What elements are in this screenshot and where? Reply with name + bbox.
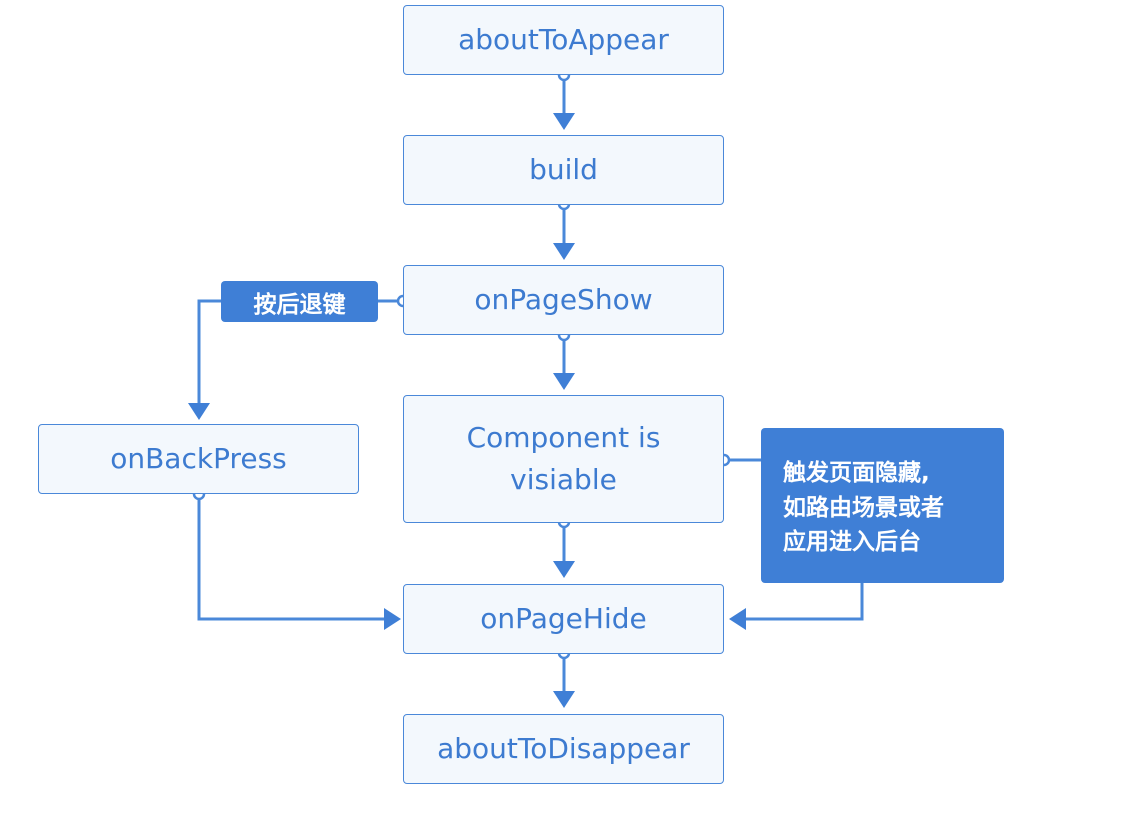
edge-backpress-to-pagehide <box>192 487 401 630</box>
back-key-annotation: 按后退键 <box>221 281 378 322</box>
node-build-label: build <box>529 153 598 186</box>
edge-visible-to-trigger <box>717 453 761 467</box>
edge-appear-to-build <box>553 68 575 130</box>
node-about-to-disappear: aboutToDisappear <box>403 714 724 784</box>
node-on-page-hide: onPageHide <box>403 584 724 654</box>
node-component-visible-line-1: Component is <box>466 421 661 454</box>
node-component-visible-line-2: visiable <box>510 463 617 496</box>
edge-trigger-to-pagehide <box>729 583 864 630</box>
node-on-page-show: onPageShow <box>403 265 724 335</box>
edge-visible-to-pagehide <box>553 515 575 578</box>
node-component-visible: Component is visiable <box>403 395 724 523</box>
edge-build-to-pageshow <box>553 197 575 260</box>
node-about-to-appear-label: aboutToAppear <box>458 23 669 56</box>
edge-pagehide-to-disappear <box>553 646 575 708</box>
node-on-page-hide-label: onPageHide <box>480 602 647 635</box>
edge-pageshow-to-visible <box>553 328 575 390</box>
node-about-to-appear: aboutToAppear <box>403 5 724 75</box>
page-hide-trigger-annotation: 触发页面隐藏, 如路由场景或者 应用进入后台 <box>761 428 1004 583</box>
page-hide-trigger-line-3: 应用进入后台 <box>783 529 921 555</box>
node-on-back-press-label: onBackPress <box>110 442 287 475</box>
back-key-label: 按后退键 <box>253 291 346 318</box>
page-hide-trigger-line-2: 如路由场景或者 <box>783 494 944 521</box>
node-about-to-disappear-label: aboutToDisappear <box>437 732 690 765</box>
page-hide-trigger-line-1: 触发页面隐藏, <box>783 460 930 486</box>
node-build: build <box>403 135 724 205</box>
node-on-back-press: onBackPress <box>38 424 359 494</box>
node-on-page-show-label: onPageShow <box>474 283 653 316</box>
